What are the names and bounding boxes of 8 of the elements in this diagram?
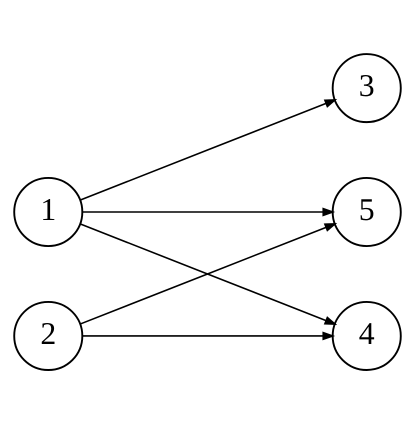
node-circle: 3: [332, 52, 402, 123]
node-circle: 2: [13, 300, 84, 370]
node-circle: 4: [332, 300, 402, 370]
arrow: [82, 207, 336, 216]
arrow: [80, 98, 338, 200]
node-circle: 1: [13, 176, 84, 247]
node-circle: 5: [332, 176, 402, 247]
arrow: [82, 330, 336, 340]
